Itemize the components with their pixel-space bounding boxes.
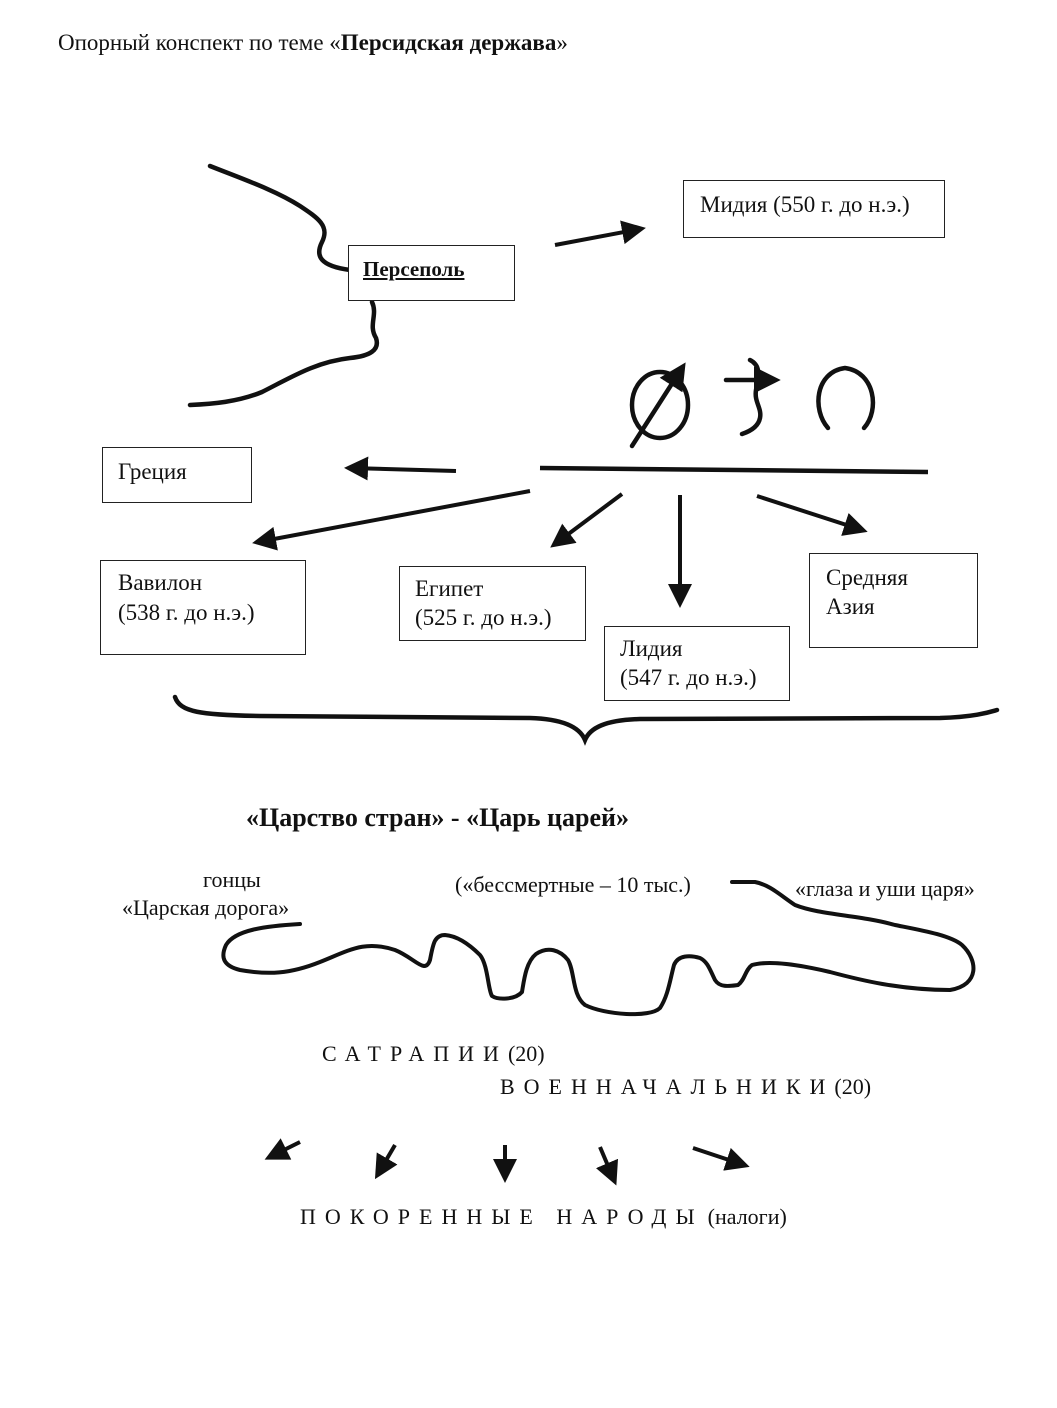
river-line-lower [187,299,380,408]
box-central-asia [809,553,978,648]
arrow-admin-5 [692,1146,750,1171]
curly-brace [172,694,1000,746]
title-prefix: Опорный конспект по теме « [58,30,341,55]
page-title: Опорный конспект по теме «Персидская дер… [58,30,568,56]
arrow-to-media [554,220,646,247]
title-topic: Персидская держава [340,30,557,55]
river-line-upper [207,163,353,273]
generals-word: ВОЕННАЧАЛЬНИКИ [500,1074,835,1099]
box-babylon [100,560,306,655]
satrapies-word: САТРАПИИ [322,1041,508,1066]
satrapies-count: (20) [507,1041,545,1066]
title-suffix: » [556,30,568,55]
arrow-to-greece [344,456,457,481]
kings-divider [539,465,929,475]
capital-label: Персеполь [363,257,465,281]
box-lydia [604,626,790,701]
arrow-to-central-asia [756,494,868,536]
lydia-label-date: (547 г. до н.э.) [620,665,757,690]
central-asia-label-line2: Азия [826,594,875,619]
conquered-line: ПОКОРЕННЫЕ НАРОДЫ (налоги) [300,1204,787,1229]
kings-symbols [629,357,876,449]
eyes-ears-label: «глаза и уши царя» [795,876,975,901]
media-label: Мидия (550 г. до н.э.) [700,192,910,217]
satrapies-line: САТРАПИИ(20) [322,1041,545,1066]
egypt-label-name: Египет [415,576,484,601]
symbol-cyrus-arrow [629,362,686,449]
box-greece [102,447,252,503]
babylon-label-name: Вавилон [118,570,203,595]
box-persepolis [348,245,515,301]
box-egypt [399,566,586,641]
central-asia-label-line1: Средняя [826,565,908,590]
immortals-label: («бессмертные – 10 тыс.) [455,872,691,897]
royal-road-wall [221,880,976,1017]
box-media [683,180,945,238]
lydia-label-name: Лидия [620,636,683,661]
arrow-to-babylon [252,489,531,551]
conquered-word: ПОКОРЕННЫЕ НАРОДЫ [300,1204,704,1229]
conquest-arrows [252,456,868,608]
couriers-label: гонцы [203,867,261,892]
conquered-note: (налоги) [707,1204,787,1229]
symbol-darius [816,365,876,431]
administration-arrows [264,1138,750,1186]
arrow-to-egypt [550,492,624,548]
kingdom-heading: «Царство стран» - «Царь царей» [246,803,629,832]
egypt-label-date: (525 г. до н.э.) [415,605,552,630]
generals-line: ВОЕННАЧАЛЬНИКИ(20) [500,1074,871,1099]
royal-road-label: «Царская дорога» [122,895,290,920]
arrow-admin-1 [264,1138,301,1160]
arrow-admin-2 [374,1143,398,1180]
symbol-cambyses [739,357,763,437]
greece-label: Греция [118,459,187,484]
babylon-label-date: (538 г. до н.э.) [118,600,255,625]
arrow-admin-4 [595,1146,619,1186]
generals-count: (20) [834,1074,872,1099]
